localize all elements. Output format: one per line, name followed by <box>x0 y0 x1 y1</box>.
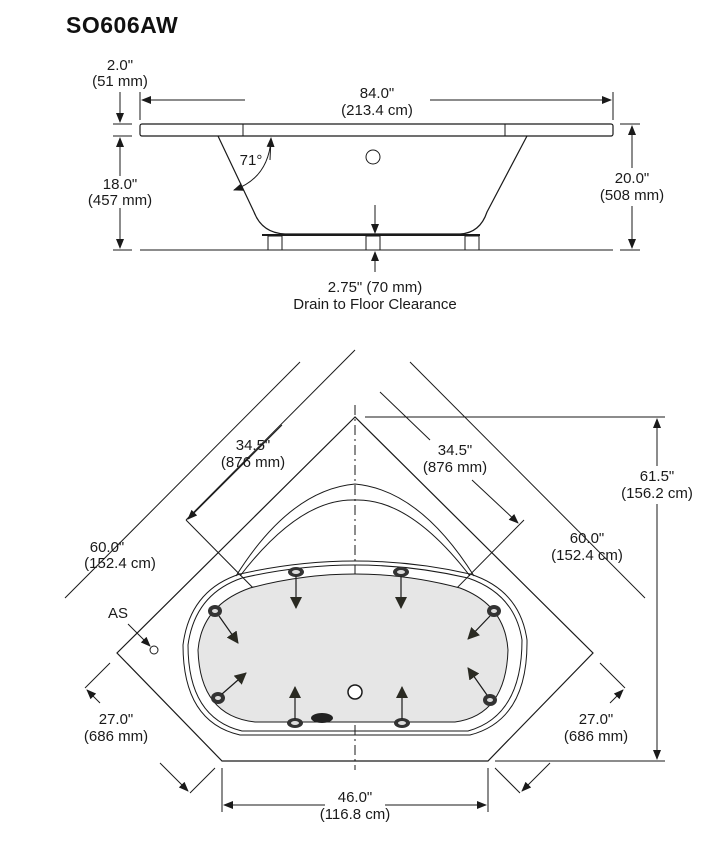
rim-mm: (51 mm) <box>92 73 148 90</box>
plan-view: AS 60.0" (152.4 cm) 60.0" (152.4 cm) 34.… <box>64 349 693 823</box>
height-mm: (508 mm) <box>600 187 664 204</box>
right-corner-mm: (876 mm) <box>423 459 487 476</box>
left-angle-mm: (686 mm) <box>84 728 148 745</box>
foot <box>464 235 480 251</box>
rim-in: 2.0" <box>107 57 133 74</box>
jets <box>208 567 501 728</box>
jet <box>467 667 497 706</box>
depth-mm: (457 mm) <box>88 192 152 209</box>
jet <box>467 605 501 640</box>
left-corner-in: 34.5" <box>236 437 271 454</box>
jet <box>394 686 410 728</box>
left-angle-in: 27.0" <box>99 711 134 728</box>
tub-rim-outer <box>182 560 528 736</box>
length-mm: (213.4 cm) <box>341 102 413 119</box>
jet <box>211 672 247 704</box>
drain-clearance-value: 2.75" (70 mm) <box>328 279 423 296</box>
left-side-in: 60.0" <box>90 539 125 556</box>
foot <box>267 235 283 251</box>
right-side-mm: (152.4 cm) <box>551 547 623 564</box>
jet <box>288 567 304 609</box>
depth-overall-in: 61.5" <box>640 468 675 485</box>
side-view: 84.0" (213.4 cm) 2.0" (51 mm) 18.0" (457… <box>88 57 664 313</box>
suction-fitting <box>311 713 333 723</box>
right-angle-in: 27.0" <box>579 711 614 728</box>
jet <box>287 686 303 728</box>
tub-rim <box>139 123 614 137</box>
right-corner-in: 34.5" <box>438 442 473 459</box>
right-side-in: 60.0" <box>570 530 605 547</box>
length-in: 84.0" <box>360 85 395 102</box>
model-title: SO606AW <box>66 12 179 38</box>
front-in: 46.0" <box>338 789 373 806</box>
air-switch <box>149 645 159 655</box>
foot <box>365 235 381 251</box>
drain-clearance-label: Drain to Floor Clearance <box>293 296 456 313</box>
basin <box>197 573 509 723</box>
left-corner-mm: (876 mm) <box>221 454 285 471</box>
front-mm: (116.8 cm) <box>320 806 391 823</box>
as-label: AS <box>108 605 128 622</box>
left-side-mm: (152.4 cm) <box>84 555 156 572</box>
jet <box>393 567 409 609</box>
right-angle-mm: (686 mm) <box>564 728 628 745</box>
jet <box>208 605 239 644</box>
overflow-hole <box>365 149 381 165</box>
drain <box>347 684 363 700</box>
depth-overall-mm: (156.2 cm) <box>621 485 693 502</box>
wall-angle: 71° <box>240 152 263 169</box>
depth-in: 18.0" <box>103 176 138 193</box>
height-in: 20.0" <box>615 170 650 187</box>
tub-body <box>217 135 528 235</box>
seat-rim <box>235 483 475 577</box>
